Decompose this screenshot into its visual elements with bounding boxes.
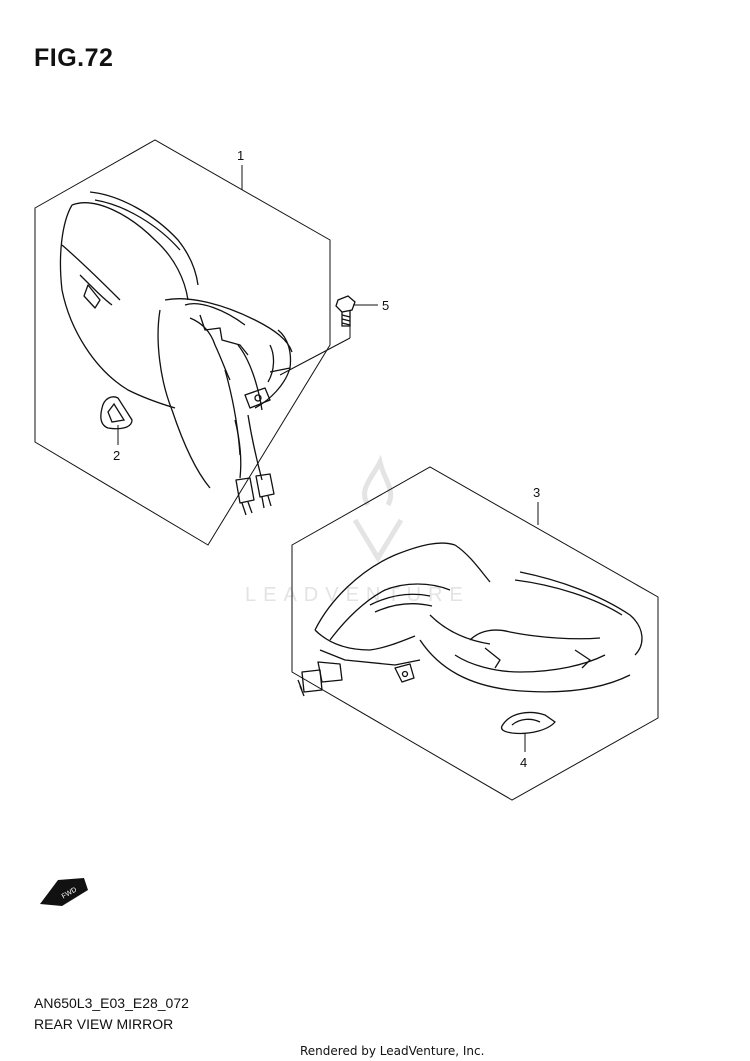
leader-lines: [117, 165, 539, 752]
watermark-logo: [352, 454, 404, 563]
fwd-arrow-icon: FWD: [40, 878, 88, 906]
rendered-by: Rendered by LeadVenture, Inc.: [300, 1044, 485, 1058]
part-2-cap: [100, 396, 133, 430]
assembly-1-box: [34, 139, 331, 546]
callout-3: 3: [533, 485, 540, 500]
assembly-3-box: [291, 466, 659, 801]
part-4-cap: [500, 711, 556, 735]
right-mirror-drawing: [297, 542, 643, 697]
figure-title: FIG.72: [34, 44, 114, 72]
callout-2: 2: [113, 448, 120, 463]
callout-5: 5: [382, 298, 389, 313]
callout-4: 4: [520, 755, 527, 770]
figure-name: REAR VIEW MIRROR: [34, 1016, 174, 1032]
left-mirror-drawing: [59, 191, 293, 516]
watermark-text: LEADVENTURE: [245, 584, 470, 606]
figure-code: AN650L3_E03_E28_072: [34, 995, 189, 1011]
part-5-bolt: [335, 295, 356, 327]
callout-1: 1: [237, 148, 244, 163]
